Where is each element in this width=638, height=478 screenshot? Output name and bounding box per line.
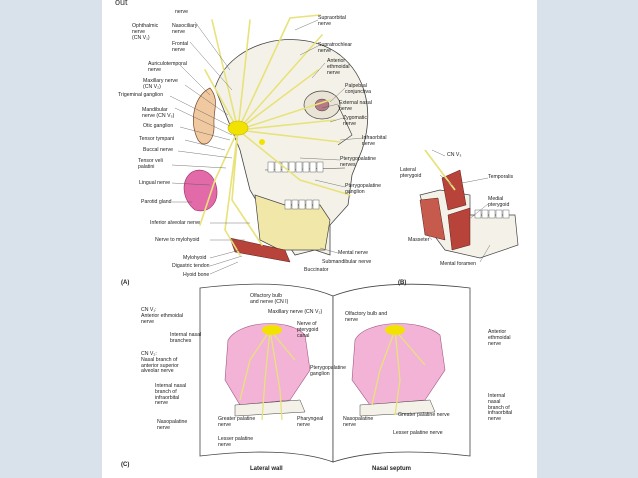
label-inferior-alveolar-nerve: Inferior alveolar nerve: [150, 220, 201, 226]
label-external-nasal-nerve: External nasal nerve: [339, 100, 372, 112]
label-c-olfactory-bulb: Olfactory bulb and nerve (CN I): [250, 293, 289, 305]
label-hyoid-bone: Hyoid bone: [183, 272, 210, 278]
label-c-internal-nasal-right: Internal nasal branch of infraorbital ne…: [488, 393, 513, 423]
label-ophthalmic-nerve: Ophthalmic nerve (CN V₁): [132, 23, 159, 41]
panel-c-tag: (C): [121, 462, 130, 468]
label-medial-pterygoid: Medial pterygoid: [488, 196, 510, 208]
label-masseter: Masseter: [408, 237, 430, 243]
label-otic-ganglion: Otic ganglion: [143, 123, 174, 129]
label-c-nasal-branch-asa: CN V₂: Nasal branch of anterior superior…: [141, 351, 179, 375]
label-tensor-veli-palatini: Tensor veli palatini: [138, 158, 163, 170]
label-supraorbital-nerve: Supraorbital nerve: [318, 15, 346, 27]
label-nerve-to-mylohyoid: Nerve to mylohyoid: [155, 237, 200, 243]
label-palpebral-conjunctiva: Palpebral conjunctiva: [345, 83, 371, 95]
label-infraorbital-nerve: Infraorbital nerve: [362, 135, 387, 147]
label-tensor-tympani: Tensor tympani: [139, 136, 175, 142]
label-c-olfactory-bulb-right: Olfactory bulb and nerve: [345, 311, 388, 323]
label-mandibular-nerve: Mandibular nerve (CN V₃): [142, 107, 175, 119]
label-mental-nerve: Mental nerve: [338, 250, 368, 256]
label-lingual-nerve: Lingual nerve: [139, 180, 171, 186]
label-pterygopalatine-ganglion: Pterygopalatine ganglion: [345, 183, 382, 195]
caption-nasal-septum: Nasal septum: [372, 466, 412, 472]
label-c-maxillary-nerve: Maxillary nerve (CN V₂): [268, 309, 323, 315]
label-c-nasopalatine: Nasopalatine nerve: [157, 419, 188, 431]
label-c-internal-nasal-infraorbital: Internal nasal branch of infraorbital ne…: [155, 383, 187, 407]
panel-a-tag: (A): [121, 280, 130, 286]
label-c-nasopalatine-right: Nasopalatine nerve: [343, 416, 374, 428]
label-c-internal-nasal-branches: Internal nasal branches: [170, 332, 202, 344]
label-maxillary-nerve: Maxillary nerve (CN V₂): [143, 78, 178, 90]
label-c-pterygopalatine-ganglion: Pterygopalatine ganglion: [310, 365, 347, 377]
label-buccal-nerve: Buccal nerve: [143, 147, 173, 153]
label-c-lesser-palatine-right: Lesser palatine nerve: [393, 430, 443, 436]
label-mental-foramen: Mental foramen: [440, 261, 477, 267]
label-supratrochlear-nerve: Supratrochlear nerve: [318, 42, 353, 54]
label-c-greater-palatine-right: Greater palatine nerve: [398, 412, 450, 418]
label-c-pharyngeal-nerve: Pharyngeal nerve: [297, 416, 324, 428]
header-fragment: out: [115, 0, 128, 7]
label-buccinator: Buccinator: [304, 267, 329, 273]
panel-b-tag: (B): [398, 280, 407, 286]
label-cn-v3: CN V₃: [447, 152, 462, 158]
label-lateral-pterygoid: Lateral pterygoid: [400, 167, 422, 179]
label-mylohyoid: Mylohyoid: [183, 255, 207, 261]
label-c-greater-palatine: Greater palatine nerve: [218, 416, 256, 428]
label-c-anterior-ethmoidal-right: Anterior ethmoidal nerve: [488, 329, 511, 347]
label-auriculotemporal-nerve: Auriculotemporal nerve: [148, 61, 187, 73]
label-trigeminal-ganglion: Trigeminal ganglion: [118, 92, 164, 98]
label-c-lesser-palatine: Lesser palatine nerve: [218, 436, 254, 448]
panel-c-book: [199, 283, 471, 463]
label-top-fragment: nerve: [175, 9, 188, 15]
label-parotid-gland: Parotid gland: [141, 199, 172, 205]
label-frontal-nerve: Frontal nerve: [172, 41, 189, 53]
label-c-nerve-pterygoid-canal: Nerve of pterygoid canal: [297, 321, 319, 339]
label-anterior-ethmoidal-nerve: Anterior ethmoidal nerve: [327, 58, 350, 76]
leader-lines: [169, 19, 491, 275]
caption-lateral-wall: Lateral wall: [250, 466, 283, 472]
label-temporalis: Temporalis: [488, 174, 514, 180]
panel-a-skull: [183, 14, 369, 263]
label-pterygopalatine-nerves: Pterygopalatine nerves: [340, 156, 377, 168]
panel-b-jaw: [419, 149, 519, 259]
label-nasociliary-nerve: Nasociliary nerve: [172, 23, 198, 35]
label-zygomatic-nerve: Zygomatic nerve: [343, 115, 367, 127]
label-submandibular-nerve: Submandibular nerve: [322, 259, 372, 265]
label-c-anterior-ethmoidal: CN V₁: Anterior ethmoidal nerve: [141, 307, 184, 325]
label-digastric-tendon: Digastric tendon: [172, 263, 210, 269]
